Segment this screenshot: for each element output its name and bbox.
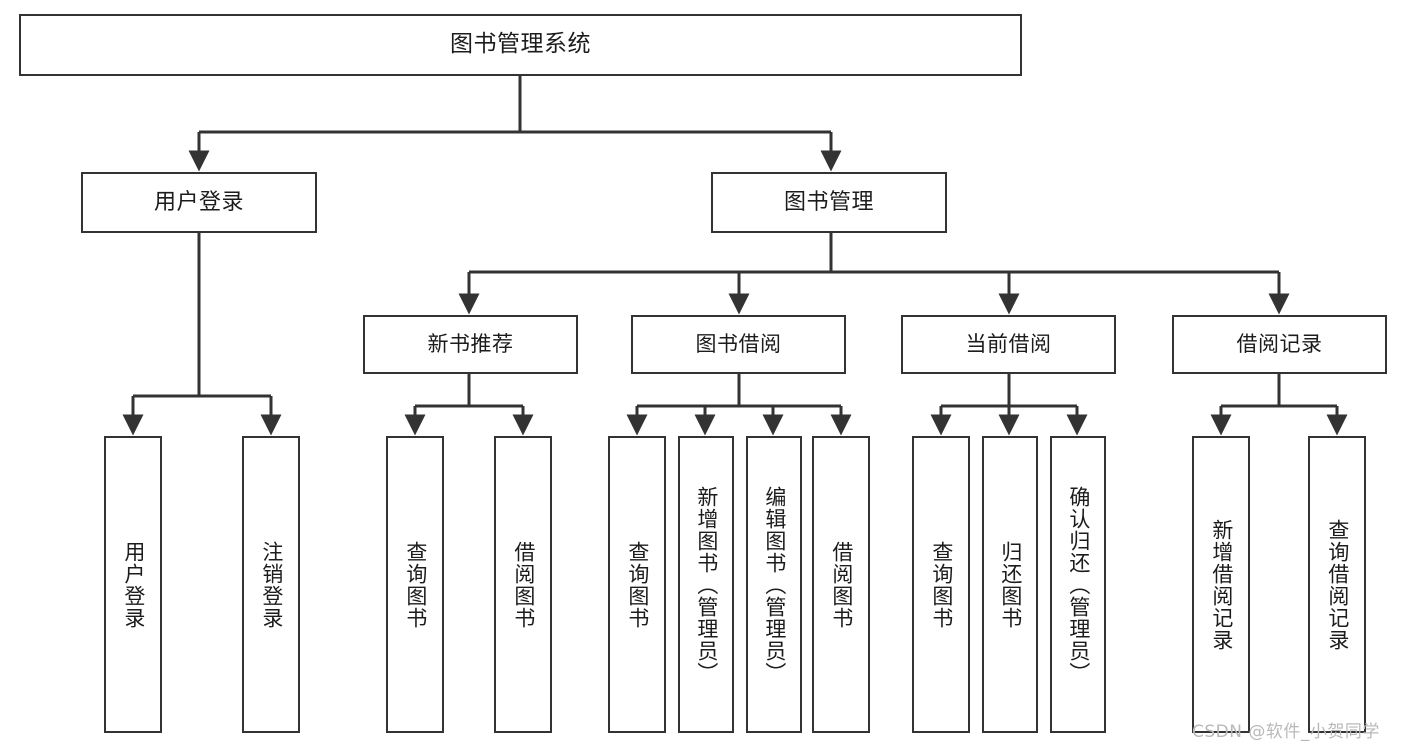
leaf-current-borrow-query-book[interactable]: 查询图书 bbox=[912, 436, 970, 733]
node-label: 图书管理系统 bbox=[450, 31, 591, 58]
node-label: 查询图书 bbox=[929, 540, 954, 629]
leaf-new-book-query-book[interactable]: 查询图书 bbox=[386, 436, 444, 733]
leaf-user-login-logout[interactable]: 注销登录 bbox=[242, 436, 300, 733]
node-user-login[interactable]: 用户登录 bbox=[81, 172, 317, 233]
node-label: 图书管理 bbox=[783, 189, 874, 215]
node-new-book-recommend[interactable]: 新书推荐 bbox=[363, 315, 578, 374]
node-label: 图书借阅 bbox=[695, 332, 782, 357]
leaf-book-borrow-edit-book-admin[interactable]: 编辑图书（管理员） bbox=[746, 436, 802, 733]
leaf-current-borrow-confirm-return-admin[interactable]: 确认归还（管理员） bbox=[1050, 436, 1106, 733]
leaf-current-borrow-return-book[interactable]: 归还图书 bbox=[982, 436, 1038, 733]
node-root-book-management-system[interactable]: 图书管理系统 bbox=[19, 14, 1022, 76]
leaf-book-borrow-add-book-admin[interactable]: 新增图书（管理员） bbox=[678, 436, 734, 733]
node-book-management[interactable]: 图书管理 bbox=[711, 172, 947, 233]
node-label: 查询图书 bbox=[625, 540, 650, 629]
node-label: 新增图书（管理员） bbox=[694, 485, 719, 684]
node-label: 借阅图书 bbox=[829, 540, 854, 629]
node-label: 用户登录 bbox=[153, 189, 244, 215]
leaf-user-login-login[interactable]: 用户登录 bbox=[104, 436, 162, 733]
node-label: 编辑图书（管理员） bbox=[762, 485, 787, 684]
node-book-borrow[interactable]: 图书借阅 bbox=[631, 315, 846, 374]
csdn-watermark: CSDN @软件_小贺同学 bbox=[1192, 722, 1380, 742]
node-current-borrow[interactable]: 当前借阅 bbox=[901, 315, 1116, 374]
node-label: 借阅记录 bbox=[1236, 332, 1323, 357]
node-label: 用户登录 bbox=[121, 540, 146, 629]
node-label: 借阅图书 bbox=[511, 540, 536, 629]
node-label: 归还图书 bbox=[998, 540, 1023, 629]
node-borrow-record[interactable]: 借阅记录 bbox=[1172, 315, 1387, 374]
node-label: 当前借阅 bbox=[965, 332, 1052, 357]
node-label: 注销登录 bbox=[259, 540, 284, 629]
leaf-borrow-record-add-record[interactable]: 新增借阅记录 bbox=[1192, 436, 1250, 733]
node-label: 查询图书 bbox=[403, 540, 428, 629]
leaf-book-borrow-query-book[interactable]: 查询图书 bbox=[608, 436, 666, 733]
node-label: 查询借阅记录 bbox=[1325, 518, 1350, 651]
leaf-book-borrow-borrow-book[interactable]: 借阅图书 bbox=[812, 436, 870, 733]
leaf-borrow-record-query-record[interactable]: 查询借阅记录 bbox=[1308, 436, 1366, 733]
node-label: 新书推荐 bbox=[427, 332, 514, 357]
leaf-new-book-borrow-book[interactable]: 借阅图书 bbox=[494, 436, 552, 733]
node-label: 确认归还（管理员） bbox=[1066, 485, 1091, 684]
node-label: 新增借阅记录 bbox=[1209, 518, 1234, 651]
